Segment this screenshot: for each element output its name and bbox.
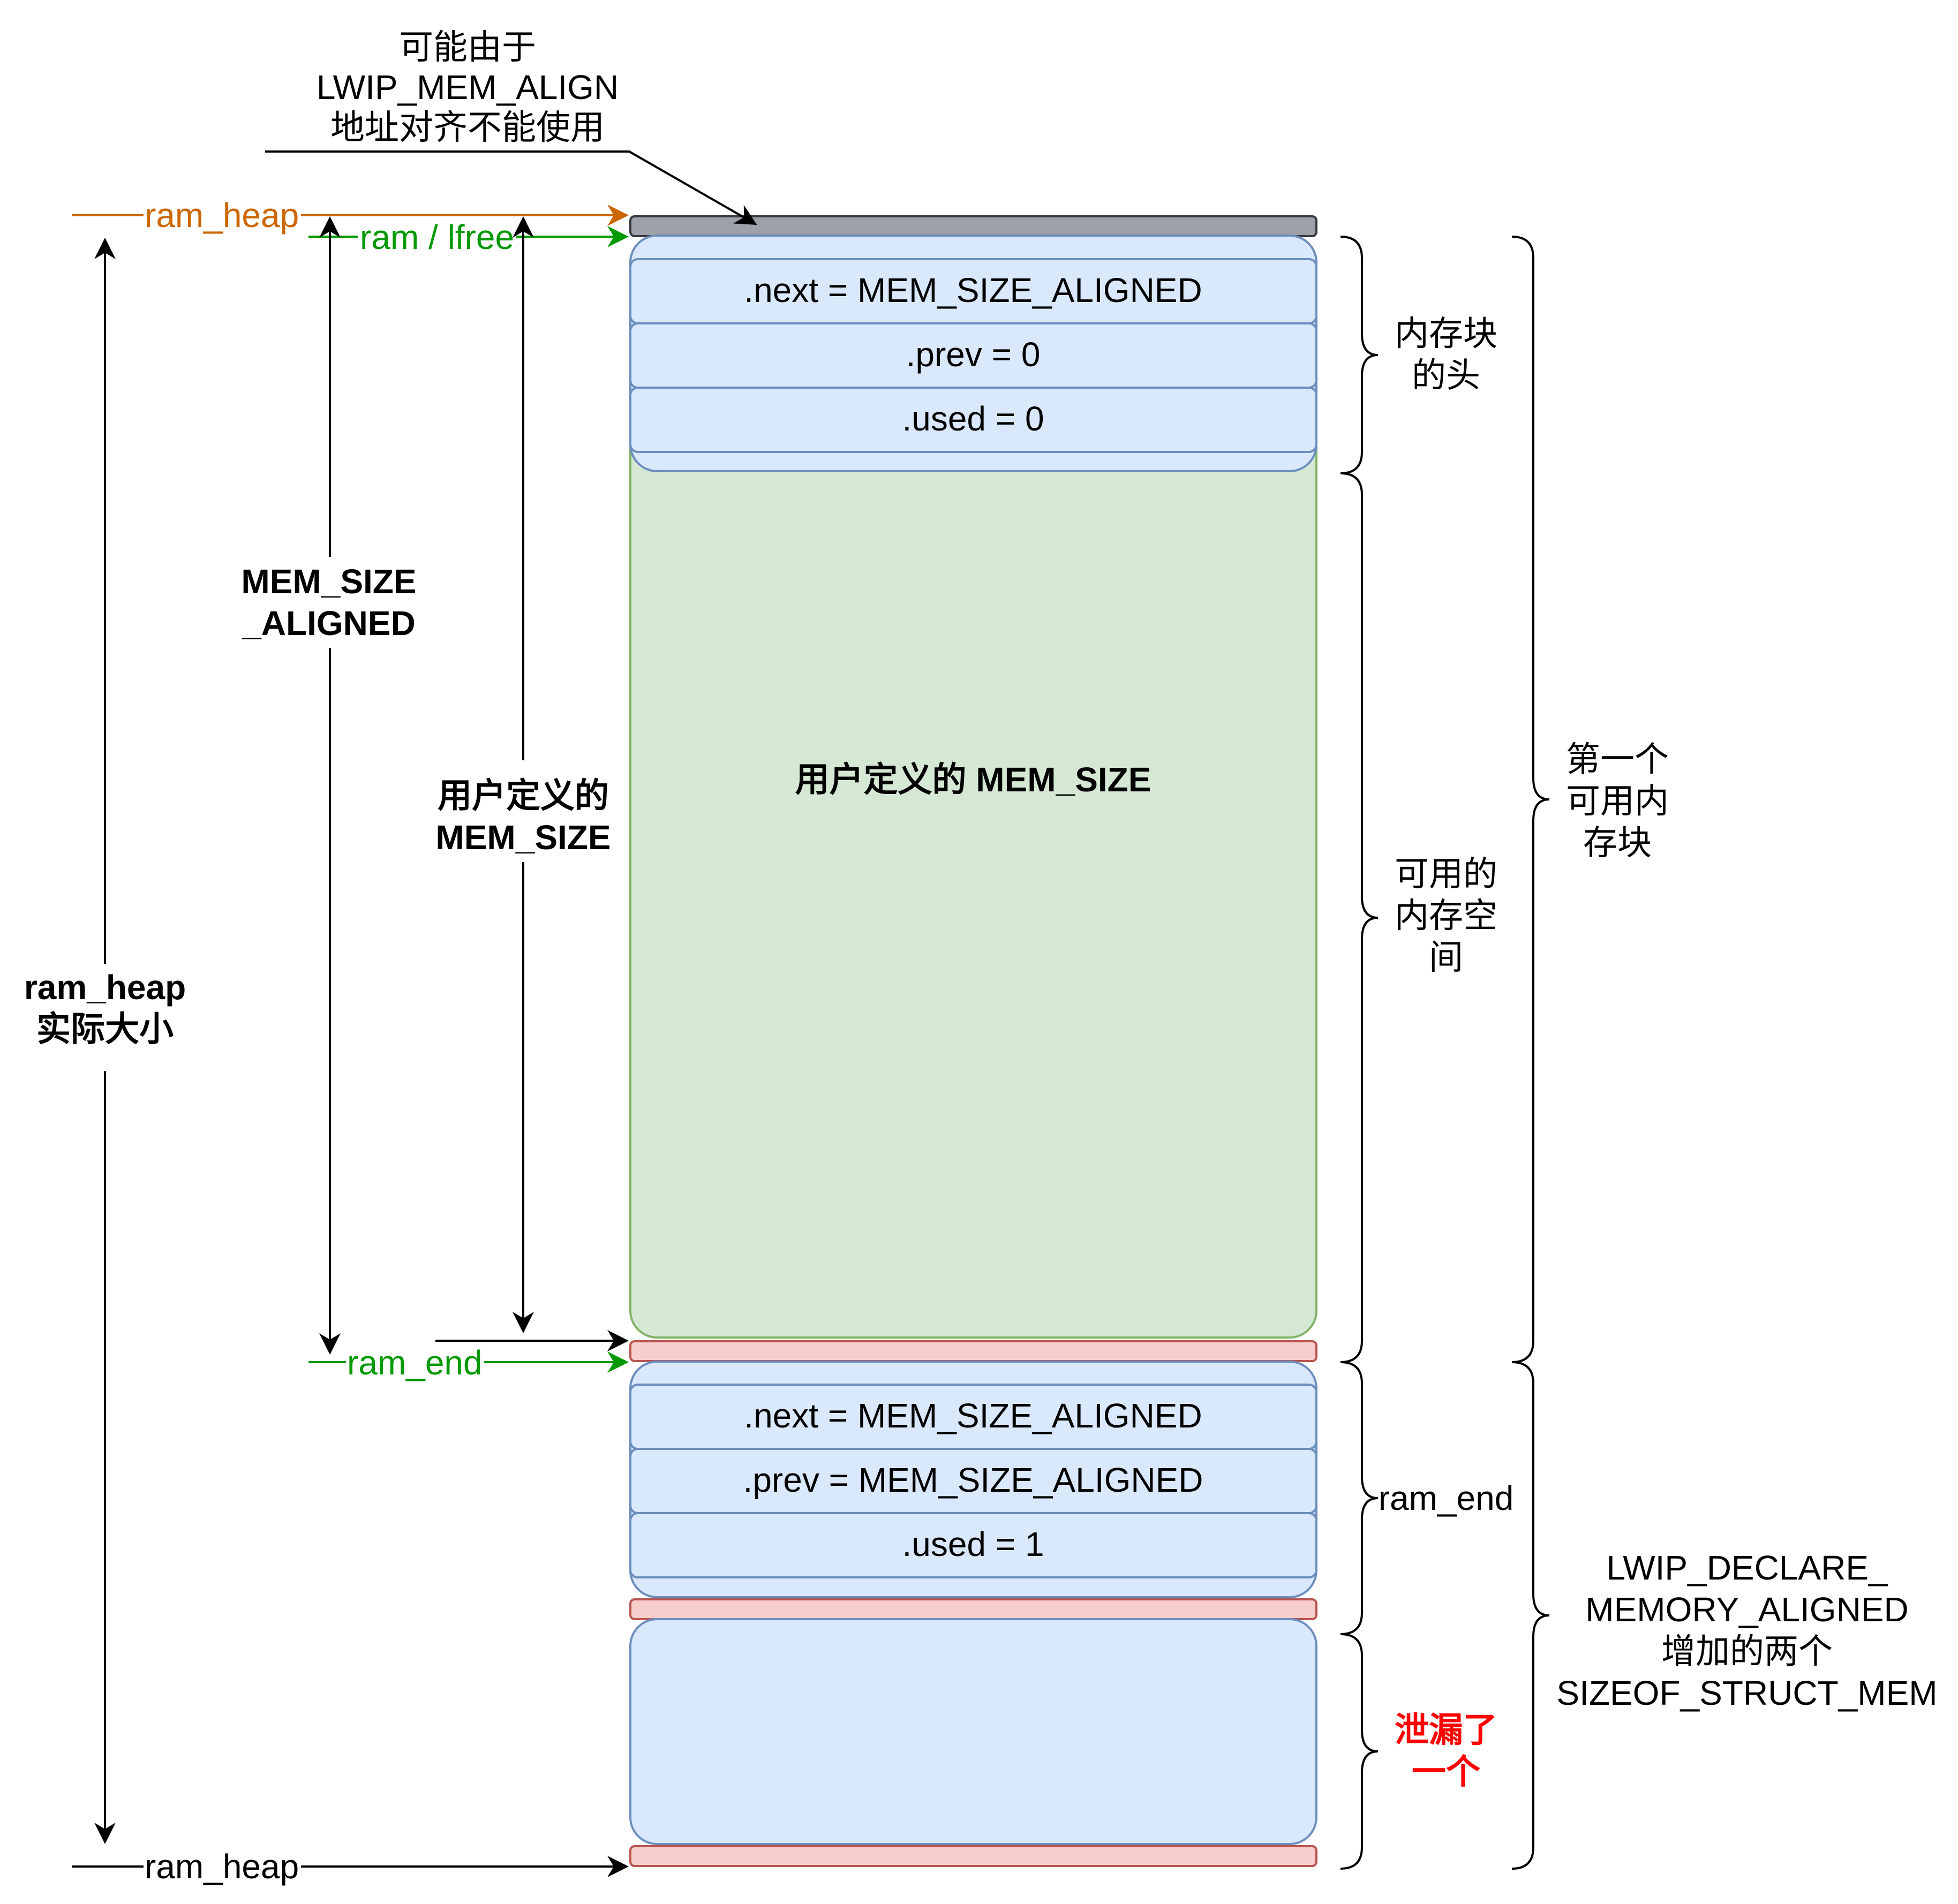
- brace-leaked: [1340, 1633, 1379, 1870]
- end-used-field: [629, 1512, 1317, 1578]
- brace-lwip-declare-line-4: SIZEOF_STRUCT_MEM: [1556, 1674, 1937, 1712]
- align-note-line-1: 可能由于: [399, 28, 536, 66]
- first-used-field: [629, 387, 1317, 453]
- ram-end-label: ram_end: [347, 1343, 483, 1382]
- mem-size-aligned-line-1: MEM_SIZE: [241, 562, 416, 601]
- first-next-label: .next = MEM_SIZE_ALIGNED: [744, 271, 1202, 309]
- end-prev-label: .prev = MEM_SIZE_ALIGNED: [743, 1461, 1203, 1499]
- brace-first-usable-line-2: 可用内: [1566, 782, 1669, 820]
- leaked-block: [629, 1618, 1317, 1845]
- brace-first-usable-line-1: 第一个: [1566, 740, 1669, 779]
- ram-heap-top-label: ram_heap: [145, 196, 299, 235]
- ram-heap-bottom-label: ram_heap: [145, 1847, 299, 1886]
- ram-heap-size-line-2: 实际大小: [36, 1010, 174, 1048]
- guard-block-1: [629, 1340, 1317, 1362]
- user-mem-size-line-2: MEM_SIZE: [435, 818, 611, 857]
- ram-heap-size-line-1: ram_heap: [24, 968, 186, 1007]
- brace-usable-space: [1340, 472, 1379, 1363]
- end-next-label: .next = MEM_SIZE_ALIGNED: [744, 1396, 1202, 1435]
- guard-block-2: [629, 1598, 1317, 1620]
- brace-ram-end-label: ram_end: [1379, 1479, 1514, 1517]
- first-used-label: .used = 0: [902, 399, 1044, 438]
- brace-usable-space-line-1: 可用的: [1395, 855, 1497, 893]
- guard-block-3: [629, 1845, 1317, 1867]
- brace-block-header-line-2: 的头: [1412, 356, 1480, 395]
- brace-lwip-declare-line-2: MEMORY_ALIGNED: [1585, 1590, 1908, 1629]
- mem-size-aligned-line-2: _ALIGNED: [242, 604, 416, 643]
- brace-usable-space-line-2: 内存空: [1395, 896, 1497, 935]
- ram-lfree-label: ram / lfree: [360, 218, 514, 256]
- brace-leaked-line-1: 泄漏了: [1395, 1711, 1497, 1749]
- brace-lwip-declare-line-1: LWIP_DECLARE_: [1606, 1548, 1888, 1587]
- align-note-line-2: LWIP_MEM_ALIGN: [317, 68, 619, 107]
- align-note-line-3: 地址对齐不能使用: [330, 108, 605, 147]
- brace-block-header: [1340, 236, 1379, 474]
- unusable-align-block: [629, 215, 1317, 237]
- user-area-label: 用户定义的 MEM_SIZE: [795, 760, 1151, 799]
- first-prev-label: .prev = 0: [906, 335, 1041, 374]
- brace-ram-end: [1340, 1361, 1379, 1635]
- align-note-leader: [265, 150, 757, 225]
- end-used-label: .used = 1: [902, 1525, 1044, 1563]
- brace-leaked-line-2: 一个: [1412, 1752, 1480, 1791]
- user-mem-size-line-1: 用户定义的: [438, 776, 609, 815]
- brace-usable-space-line-3: 间: [1429, 938, 1463, 977]
- brace-block-header-line-1: 内存块: [1395, 314, 1497, 353]
- brace-first-usable-line-3: 存块: [1583, 823, 1652, 862]
- brace-first-usable-block: [1511, 236, 1550, 1363]
- brace-lwip-declare-line-3: 增加的两个: [1661, 1632, 1833, 1671]
- brace-lwip-declare: [1511, 1361, 1550, 1870]
